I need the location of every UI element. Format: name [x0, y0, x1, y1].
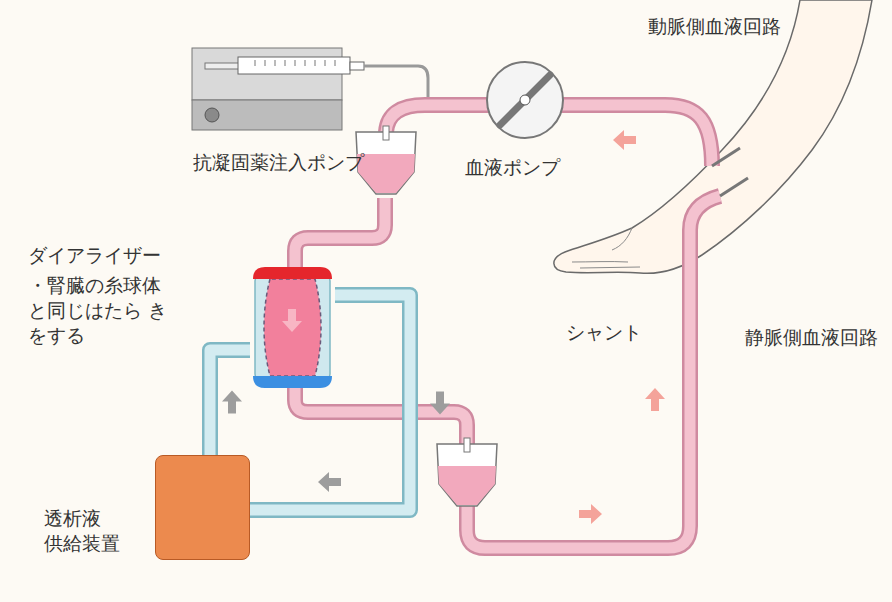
chamber-blood: [357, 154, 415, 193]
pump-knob: [205, 108, 219, 122]
part-label: シャント: [566, 320, 642, 345]
chamber-blood: [438, 466, 496, 505]
blood-tube-outline: [295, 198, 385, 270]
tube-outline: [210, 350, 250, 455]
syringe-barrel: [238, 57, 350, 74]
barrel-tick: [325, 60, 326, 66]
blood-tube-fill: [295, 198, 385, 270]
barrel-tick: [315, 60, 316, 66]
pump-body-front: [192, 100, 342, 130]
pump-roller: [500, 75, 550, 125]
venous-tube-fill: [467, 196, 720, 548]
anticoagulant-line: [364, 66, 428, 100]
chamber-glass: [437, 444, 497, 506]
chamber-port: [383, 126, 389, 140]
blood-tube-fill: [295, 386, 467, 444]
drip-chamber: [437, 438, 497, 506]
part-label: 血液ポンプ: [465, 155, 560, 180]
blood-pump: [487, 62, 563, 138]
barrel-tick: [285, 60, 286, 66]
syringe-pump: [192, 48, 364, 130]
flow-arrow: [645, 388, 665, 411]
syringe-nozzle: [350, 62, 364, 70]
chamber-port: [464, 438, 470, 452]
needle: [712, 148, 740, 166]
part-label: 動脈側血液回路: [648, 14, 781, 39]
flow-arrow: [579, 504, 602, 524]
flow-arrow: [222, 391, 242, 414]
blood-tube: [295, 386, 467, 444]
flow-arrow: [282, 309, 302, 332]
flow-arrow: [318, 472, 341, 492]
dialysate-supply-box: 透析液 供給装置: [155, 455, 250, 560]
barrel-tick: [255, 60, 256, 66]
pump-axis: [520, 95, 530, 105]
barrel-tick: [335, 60, 336, 66]
node-heading: 透析液 供給装置: [44, 506, 126, 556]
dialyzer-cap-bottom: [253, 376, 332, 388]
part-label: 抗凝固薬注入ポンプ: [193, 150, 364, 175]
flow-arrow: [430, 392, 450, 415]
dialyzer-shape: [250, 265, 335, 390]
tube-fill: [210, 350, 250, 455]
venous-tube-outline: [467, 196, 720, 548]
drip-chamber: [356, 126, 416, 194]
chamber-glass: [356, 132, 416, 194]
barrel-tick: [305, 60, 306, 66]
dialyzer-core: [264, 279, 321, 376]
dialysate-tube: [210, 350, 250, 455]
node-heading: ダイアライザー: [28, 243, 188, 268]
node-note: ・腎臓の糸球体 と同じはたら きをする: [28, 273, 168, 348]
plunger-rod: [205, 63, 241, 69]
dialyzer-body: [255, 273, 330, 382]
barrel-tick: [265, 60, 266, 66]
blood-tube-outline: [295, 386, 467, 444]
blood-tube: [295, 198, 385, 270]
finger-lines: [572, 228, 640, 268]
needle: [720, 178, 748, 196]
barrel-tick: [295, 60, 296, 66]
barrel-tick: [275, 60, 276, 66]
dialyzer-cap-top: [253, 267, 332, 279]
dialyzer: ダイアライザー・腎臓の糸球体 と同じはたら きをする: [250, 265, 335, 390]
part-label: 静脈側血液回路: [745, 325, 878, 350]
flow-arrow: [613, 130, 636, 150]
venous-tube: [467, 196, 720, 548]
